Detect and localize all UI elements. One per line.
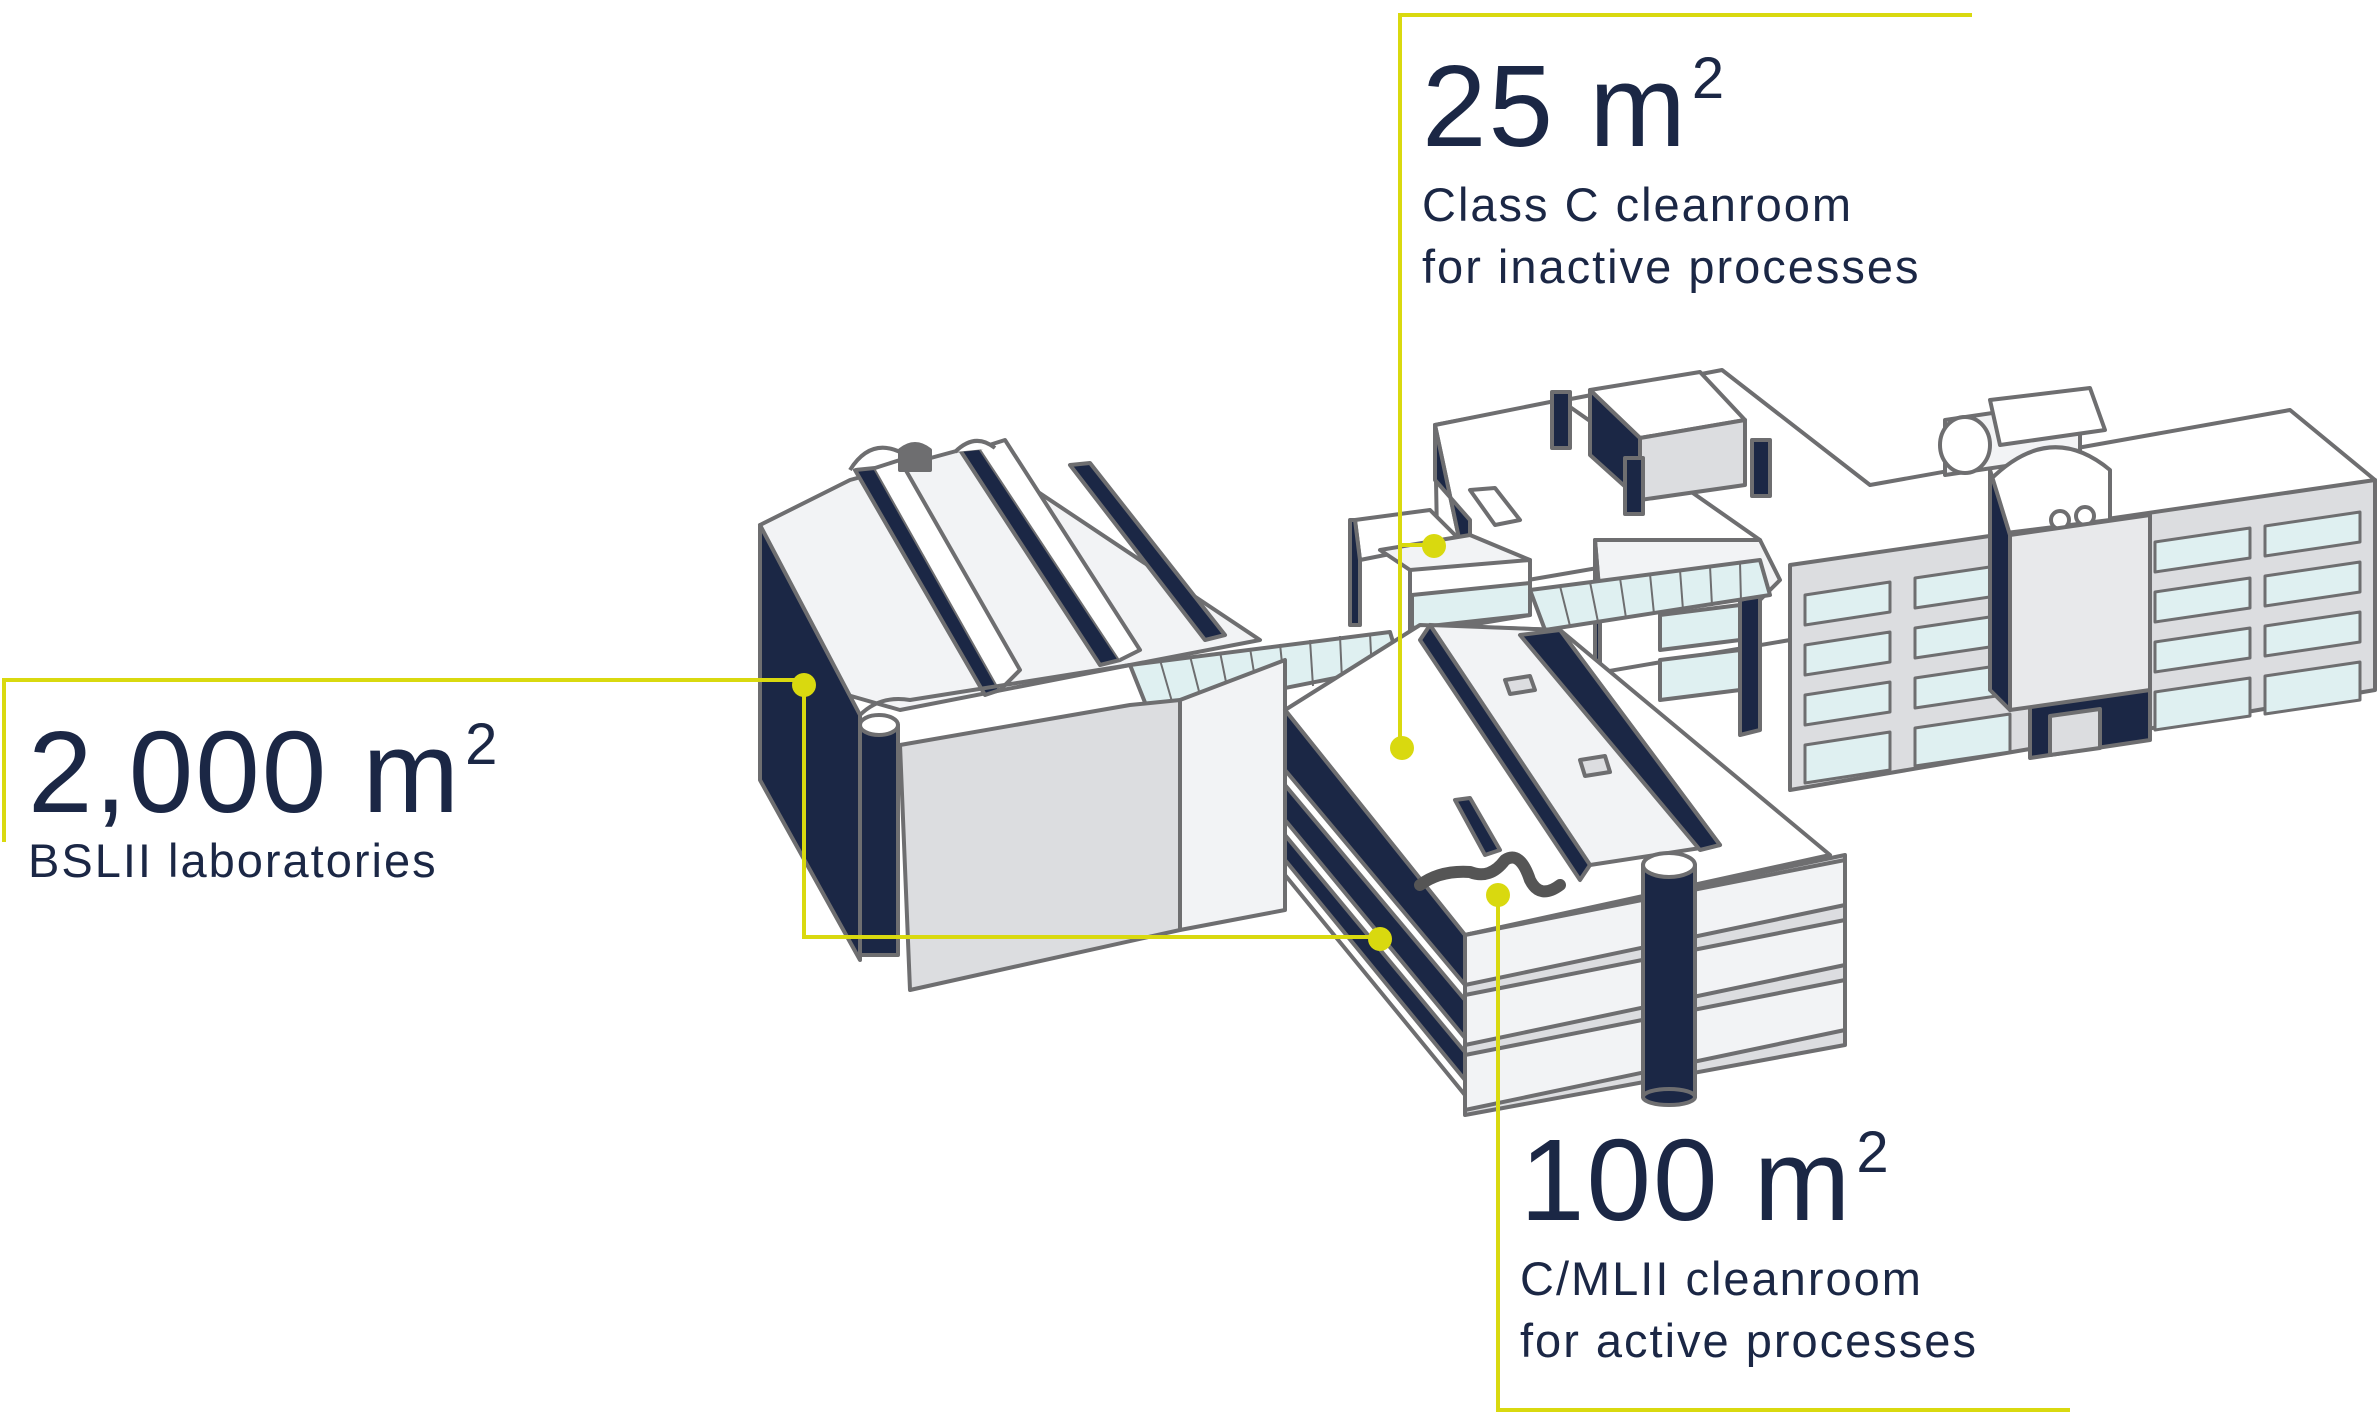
lab-cylinder: [858, 723, 900, 957]
callout-bsl-labs: 2,000 m2 BSLII laboratories: [28, 714, 499, 892]
lab-building: [758, 438, 1287, 992]
dot-bsl-labs-left: [792, 673, 816, 697]
cleanroom-c-building: [1348, 486, 1532, 637]
callout-cleanroom-c: 25 m2 Class C cleanroom for inactive pro…: [1422, 48, 1921, 298]
desc-line: for inactive processes: [1422, 240, 1921, 293]
lab-side-wall: [758, 523, 862, 962]
desc-line: for active processes: [1520, 1314, 1978, 1367]
leader-dots: [792, 534, 1510, 951]
middle-block: [1433, 370, 1782, 737]
area-desc-bsl-labs: BSLII laboratories: [28, 830, 499, 892]
area-desc-cmlii: C/MLII cleanroom for active processes: [1520, 1248, 1978, 1372]
dot-cleanroom-c-upper: [1422, 534, 1446, 558]
dot-cleanroom-c-lower: [1390, 736, 1414, 760]
dot-cmlii: [1486, 883, 1510, 907]
area-value-cleanroom-c: 25 m2: [1422, 41, 1727, 171]
leader-line-cmlii: [1496, 895, 2070, 1412]
desc-line: Class C cleanroom: [1422, 178, 1854, 231]
lab-front-wall: [898, 698, 1182, 992]
area-value-cmlii: 100 m2: [1520, 1115, 1891, 1245]
desc-line: BSLII laboratories: [28, 834, 438, 887]
center-stack: [1641, 863, 1697, 1099]
area-desc-cleanroom-c: Class C cleanroom for inactive processes: [1422, 174, 1921, 298]
leader-line-cleanroom-c: [1398, 13, 1972, 748]
desc-line: C/MLII cleanroom: [1520, 1252, 1923, 1305]
callout-cmlii: 100 m2 C/MLII cleanroom for active proce…: [1520, 1122, 1978, 1372]
dot-bsl-labs-right: [1368, 927, 1392, 951]
center-building: [1283, 623, 1847, 1117]
area-value-bsl-labs: 2,000 m2: [28, 707, 500, 837]
